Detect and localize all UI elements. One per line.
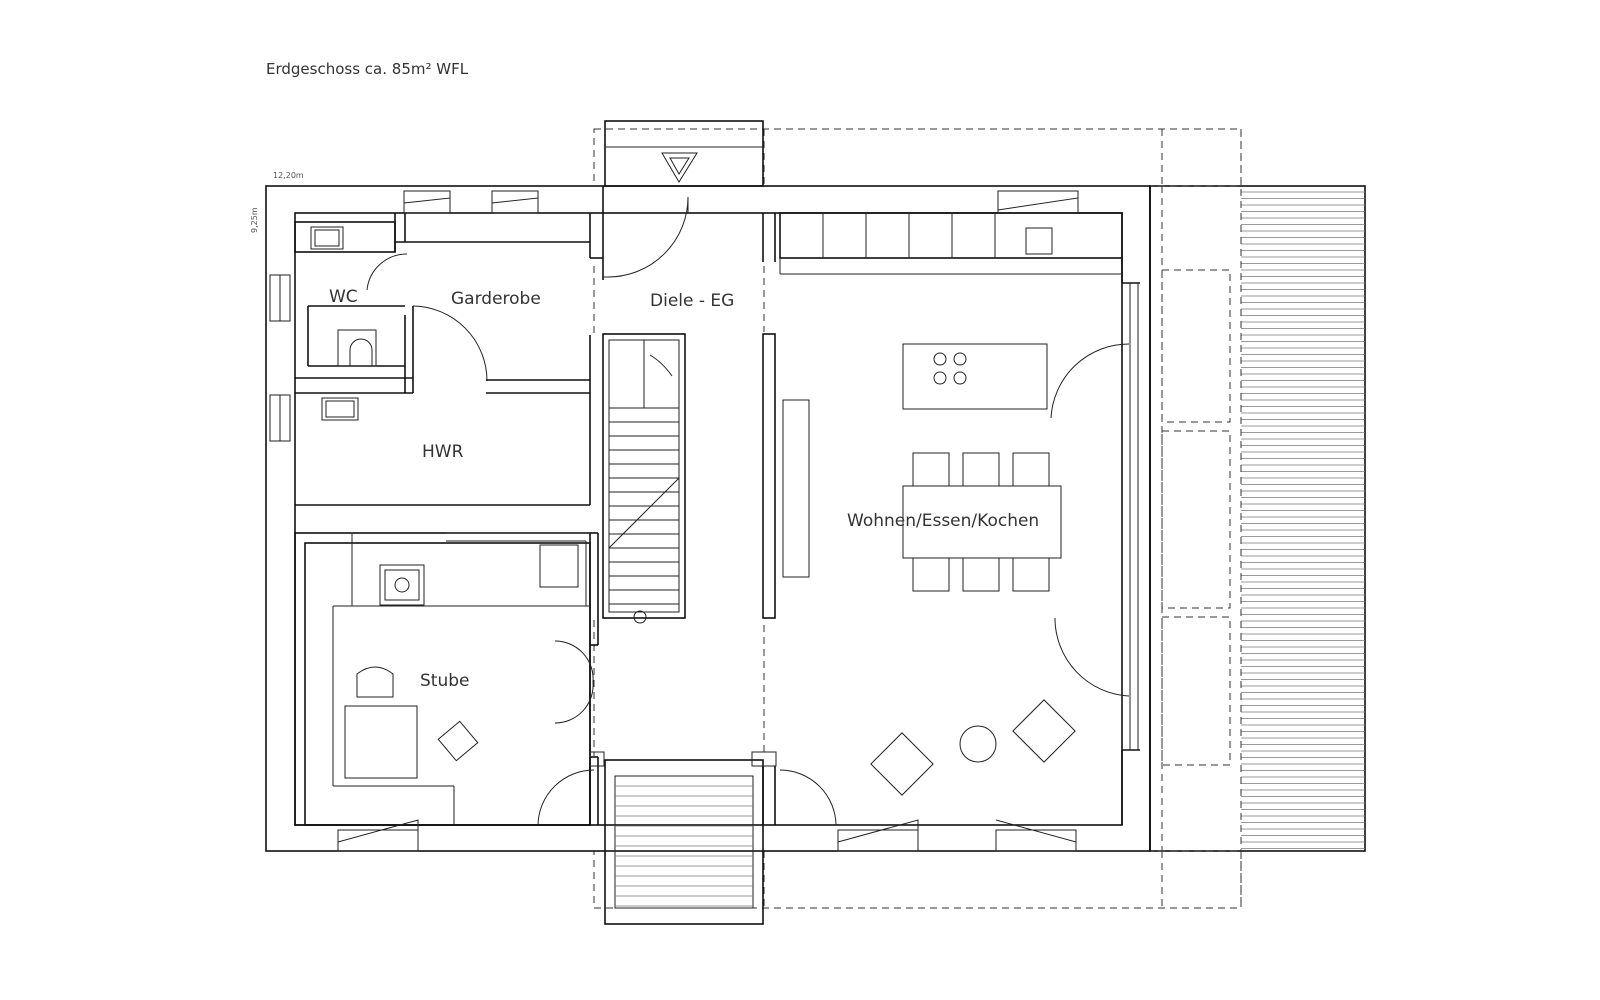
front-steps (604, 759, 764, 925)
dining-chair (962, 452, 1000, 487)
stube-cabinet (539, 544, 579, 588)
armchair (1012, 699, 1076, 763)
entrance-canopy (604, 120, 764, 187)
kitchen-island (902, 343, 1048, 410)
room-label-wc: WC (329, 287, 358, 307)
windows (269, 190, 1079, 852)
dining-chair (912, 452, 950, 487)
room-label-stube: Stube (420, 671, 469, 691)
room-label-garderobe: Garderobe (451, 289, 541, 309)
stube-armchair (437, 720, 479, 762)
plan-title: Erdgeschoss ca. 85m² WFL (266, 60, 469, 78)
room-label-hwr: HWR (422, 442, 464, 462)
stove (379, 564, 425, 606)
toilet (337, 329, 377, 367)
dining-chair (912, 557, 950, 592)
fireplace-unit (782, 399, 810, 578)
stube-table (344, 705, 418, 779)
armchair (870, 732, 934, 796)
dimension-width: 12,20m (273, 171, 304, 180)
kitchen-sink (1025, 227, 1053, 255)
room-label-diele: Diele - EG (650, 291, 734, 311)
staircase (602, 333, 686, 624)
furniture (344, 343, 1076, 796)
dining-chair (962, 557, 1000, 592)
doors (366, 196, 1130, 826)
dimension-depth: 9,25m (250, 207, 259, 233)
dining-chair (1012, 557, 1050, 592)
interior-walls (294, 186, 1140, 826)
room-label-wohnen: Wohnen/Essen/Kochen (847, 511, 1039, 531)
utility-sink (321, 397, 359, 421)
roof-overhang (593, 128, 1242, 909)
terrace-decking (1149, 185, 1366, 852)
side-table (959, 725, 997, 763)
dining-chair (1012, 452, 1050, 487)
stube-chair (356, 666, 394, 698)
fixtures (310, 226, 1053, 606)
wc-washbasin (310, 226, 344, 250)
